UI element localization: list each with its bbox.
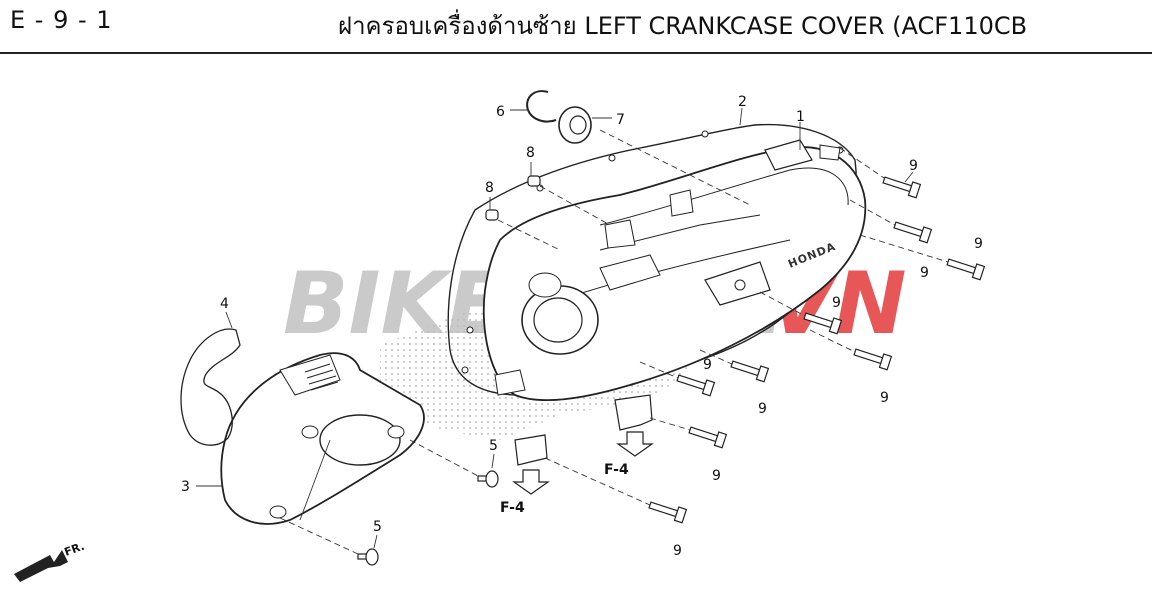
callout-7: 7	[616, 112, 625, 128]
circlip	[526, 90, 557, 123]
ref-arrows	[512, 431, 654, 495]
callout-9f: 9	[758, 401, 767, 417]
callout-9d: 9	[832, 295, 841, 311]
front-label: FR.	[63, 540, 87, 559]
ref-label-right: F-4	[604, 462, 629, 478]
callout-9b: 9	[974, 236, 983, 252]
leader-lines	[196, 107, 949, 555]
callouts: 1 2 3 4 5 5 6 7 8 8 9 9 9 9 9 9 9 9 9	[181, 94, 983, 559]
callout-6: 6	[496, 104, 505, 120]
callout-9a: 9	[909, 158, 918, 174]
left-crankcase-cover: HONDA	[482, 139, 867, 402]
callout-9i: 9	[673, 543, 682, 559]
callout-8b: 8	[485, 180, 494, 196]
callout-9g: 9	[880, 390, 889, 406]
section-code: E - 9 - 1	[10, 6, 113, 34]
seal-ring	[180, 328, 241, 446]
page-title: ฝาครอบเครื่องด้านซ้าย LEFT CRANKCASE COV…	[338, 12, 1028, 40]
header-divider	[0, 52, 1152, 54]
callout-5b: 5	[373, 519, 382, 535]
outer-cover	[220, 352, 425, 525]
callout-5a: 5	[489, 438, 498, 454]
clips	[514, 394, 653, 466]
callout-4: 4	[220, 296, 229, 312]
ref-label-left: F-4	[500, 500, 525, 516]
callout-9c: 9	[920, 265, 929, 281]
callout-9h: 9	[712, 468, 721, 484]
bolts	[648, 176, 986, 524]
callout-3: 3	[181, 479, 190, 495]
bearing	[558, 106, 592, 144]
screws	[357, 470, 499, 566]
dowel-pins	[485, 175, 541, 221]
callout-8a: 8	[526, 145, 535, 161]
callout-1: 1	[796, 109, 805, 125]
front-direction-icon: FR.	[14, 540, 86, 582]
callout-2: 2	[738, 94, 747, 110]
callout-9e: 9	[703, 357, 712, 373]
